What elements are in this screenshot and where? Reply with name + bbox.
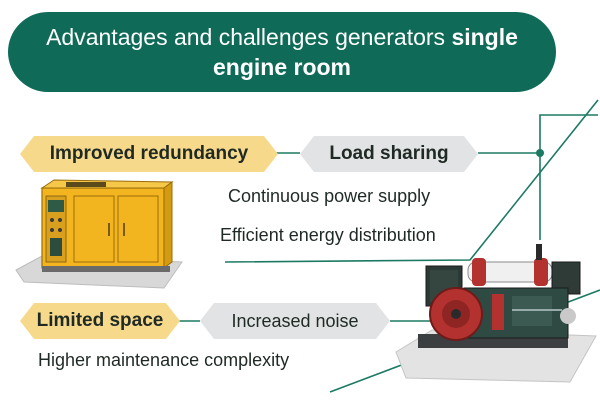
engine-generator-icon [395,244,597,383]
yellow-generator-icon [15,179,183,289]
title-banner: Advantages and challenges generators sin… [8,12,556,92]
tag-increased-noise: Increased noise [200,303,390,339]
title-bold-b: engine room [212,54,351,80]
tag-load-sharing: Load sharing [300,136,478,172]
connector-junction-right [539,114,598,153]
title-bold-a: single [451,24,518,50]
point-maintenance-complexity: Higher maintenance complexity [38,350,290,370]
connector-diagonal-upper [224,99,599,263]
point-efficient-distribution: Efficient energy distribution [220,225,436,245]
tag-improved-redundancy: Improved redundancy [20,136,278,172]
tag-limited-space: Limited space [20,303,180,339]
title-line1: Advantages and challenges generators sin… [8,22,556,52]
point-continuous-power: Continuous power supply [228,186,431,206]
title-regular: Advantages and challenges generators [46,24,446,50]
junction-dot [536,149,544,157]
